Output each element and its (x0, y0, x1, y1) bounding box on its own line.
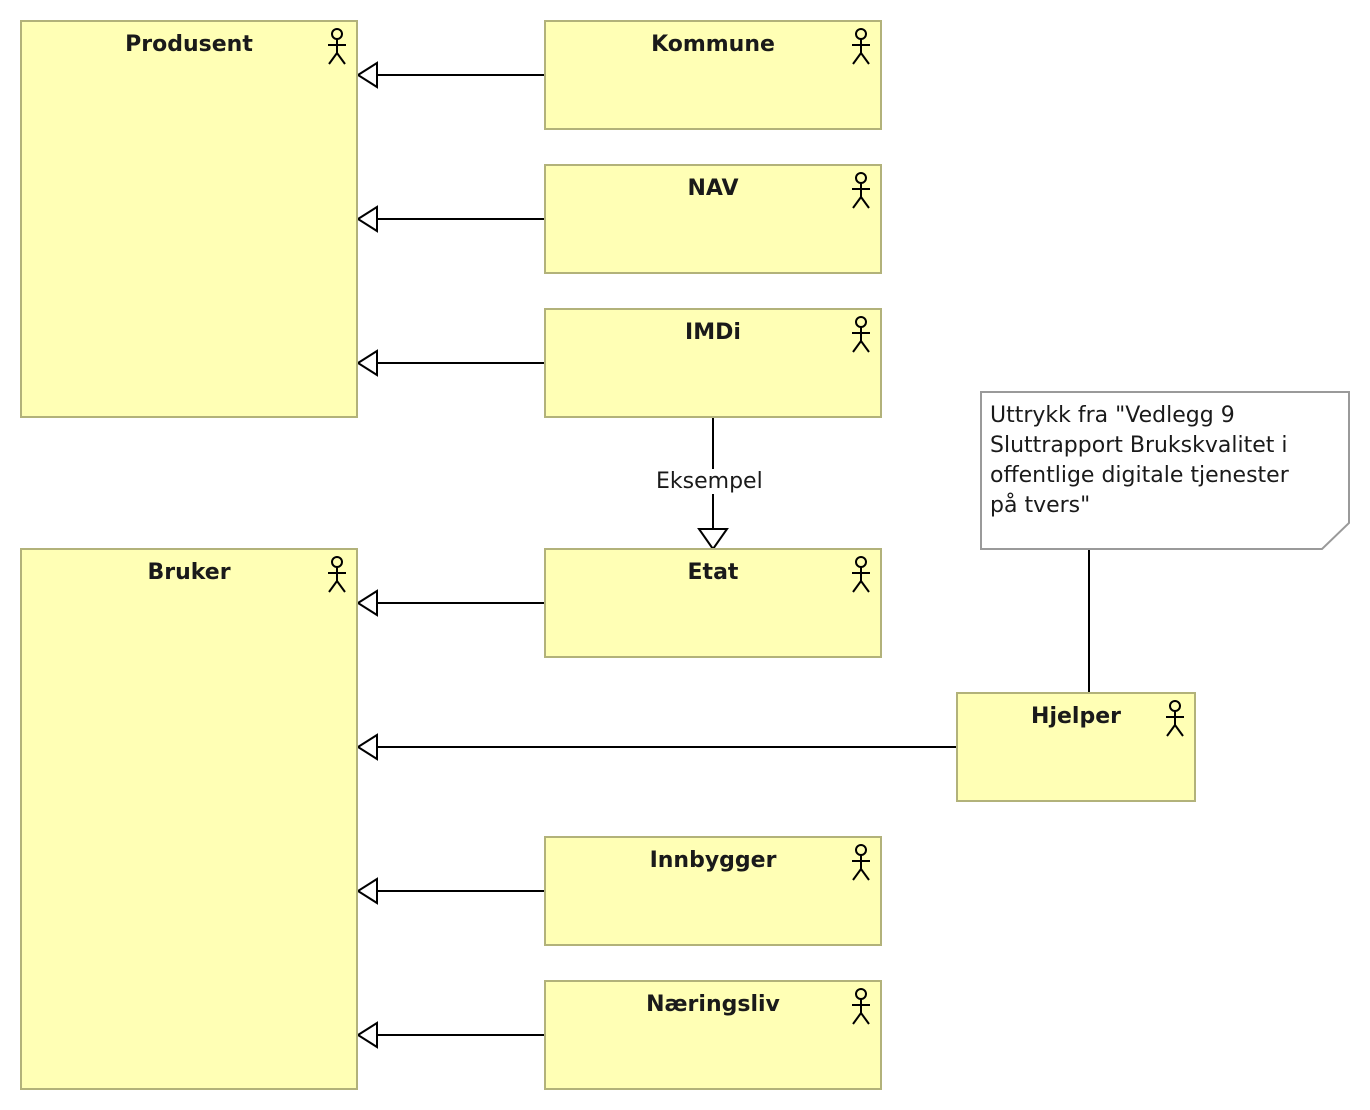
specialization-arrowhead (356, 205, 378, 233)
relation-hjelper-bruker[interactable] (356, 733, 957, 761)
relation-naeringsliv-bruker[interactable] (356, 1021, 545, 1049)
actor-naeringsliv[interactable]: Næringsliv (544, 980, 882, 1090)
specialization-arrowhead (356, 349, 378, 377)
actor-stick-figure-icon (852, 316, 870, 353)
actor-stick-figure-icon (1166, 700, 1184, 737)
note[interactable]: Uttrykk fra "Vedlegg 9 Sluttrapport Bruk… (980, 391, 1350, 550)
actor-innbygger[interactable]: Innbygger (544, 836, 882, 946)
actor-name: Næringsliv (646, 992, 780, 1017)
note-text: Uttrykk fra "Vedlegg 9 Sluttrapport Bruk… (990, 403, 1289, 518)
actor-name: Innbygger (649, 848, 777, 873)
specialization-arrowhead (697, 528, 729, 551)
specialization-arrowhead (356, 589, 378, 617)
relation-etat-bruker[interactable] (356, 589, 545, 617)
actor-stick-figure-icon (852, 556, 870, 593)
specialization-arrowhead (356, 1021, 378, 1049)
actor-name: Bruker (147, 560, 231, 585)
actor-name: IMDi (685, 320, 741, 345)
specialization-arrowhead (356, 61, 378, 89)
relation-label-eksempel: Eksempel (653, 469, 766, 494)
actor-name: NAV (687, 176, 739, 201)
note-shape (980, 391, 1350, 550)
actor-stick-figure-icon (852, 28, 870, 65)
actor-etat[interactable]: Etat (544, 548, 882, 658)
actor-produsent[interactable]: Produsent (20, 20, 358, 418)
relation-innbygger-bruker[interactable] (356, 877, 545, 905)
actor-stick-figure-icon (852, 988, 870, 1025)
actor-name: Kommune (651, 32, 775, 57)
actor-name: Hjelper (1031, 704, 1121, 729)
actor-name: Produsent (125, 32, 253, 57)
relation-imdi-produsent[interactable] (356, 349, 545, 377)
relation-kommune-produsent[interactable] (356, 61, 545, 89)
actor-stick-figure-icon (852, 844, 870, 881)
relation-nav-produsent[interactable] (356, 205, 545, 233)
specialization-arrowhead (356, 877, 378, 905)
actor-bruker[interactable]: Bruker (20, 548, 358, 1090)
actor-name: Etat (687, 560, 739, 585)
actor-kommune[interactable]: Kommune (544, 20, 882, 130)
actor-imdi[interactable]: IMDi (544, 308, 882, 418)
actor-stick-figure-icon (328, 556, 346, 593)
specialization-arrowhead (356, 733, 378, 761)
actor-nav[interactable]: NAV (544, 164, 882, 274)
actor-stick-figure-icon (328, 28, 346, 65)
actor-hjelper[interactable]: Hjelper (956, 692, 1196, 802)
actor-stick-figure-icon (852, 172, 870, 209)
